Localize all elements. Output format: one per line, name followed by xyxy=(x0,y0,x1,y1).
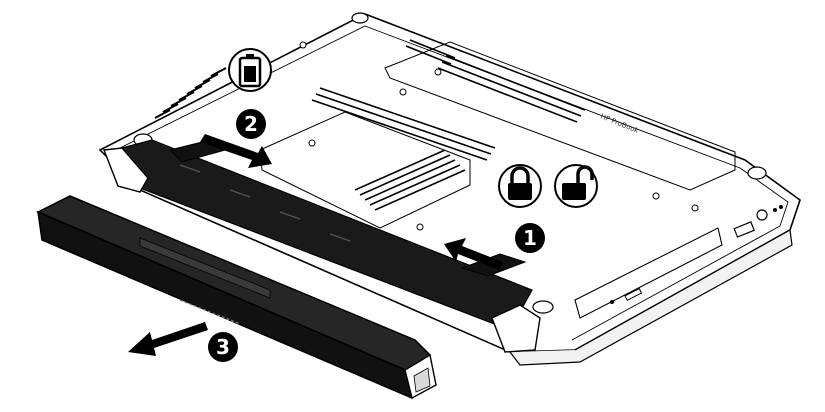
vent-top xyxy=(405,39,586,123)
audio-jack xyxy=(756,209,768,221)
lock-open-icon xyxy=(554,164,598,208)
foot-top xyxy=(351,12,369,24)
step-badge-1: 1 xyxy=(515,223,545,253)
foot-front xyxy=(532,300,554,314)
optical-drive xyxy=(574,227,723,319)
hard-drive-door xyxy=(259,111,471,229)
arrow-step-2 xyxy=(200,134,272,168)
side-ports xyxy=(733,205,783,238)
lock-closed-icon xyxy=(498,164,542,208)
battery[interactable] xyxy=(36,195,437,400)
step-number-3: 3 xyxy=(216,335,230,359)
vent-hdd xyxy=(354,149,466,211)
battery-icon xyxy=(228,48,272,92)
arrow-step-3 xyxy=(128,322,208,356)
case-screws xyxy=(299,41,699,231)
step-badge-3: 3 xyxy=(208,332,238,362)
vent-middle xyxy=(311,87,496,161)
laptop-bottom-case xyxy=(98,13,801,366)
usb-port xyxy=(733,221,755,238)
vent-left xyxy=(154,67,227,119)
arrow-step-1 xyxy=(444,238,503,270)
door-screw xyxy=(434,68,442,76)
foot-right xyxy=(747,166,767,180)
battery-bay xyxy=(103,139,541,353)
step-number-2: 2 xyxy=(244,112,258,136)
step-number-1: 1 xyxy=(523,226,537,250)
step-badge-2: 2 xyxy=(236,109,266,139)
